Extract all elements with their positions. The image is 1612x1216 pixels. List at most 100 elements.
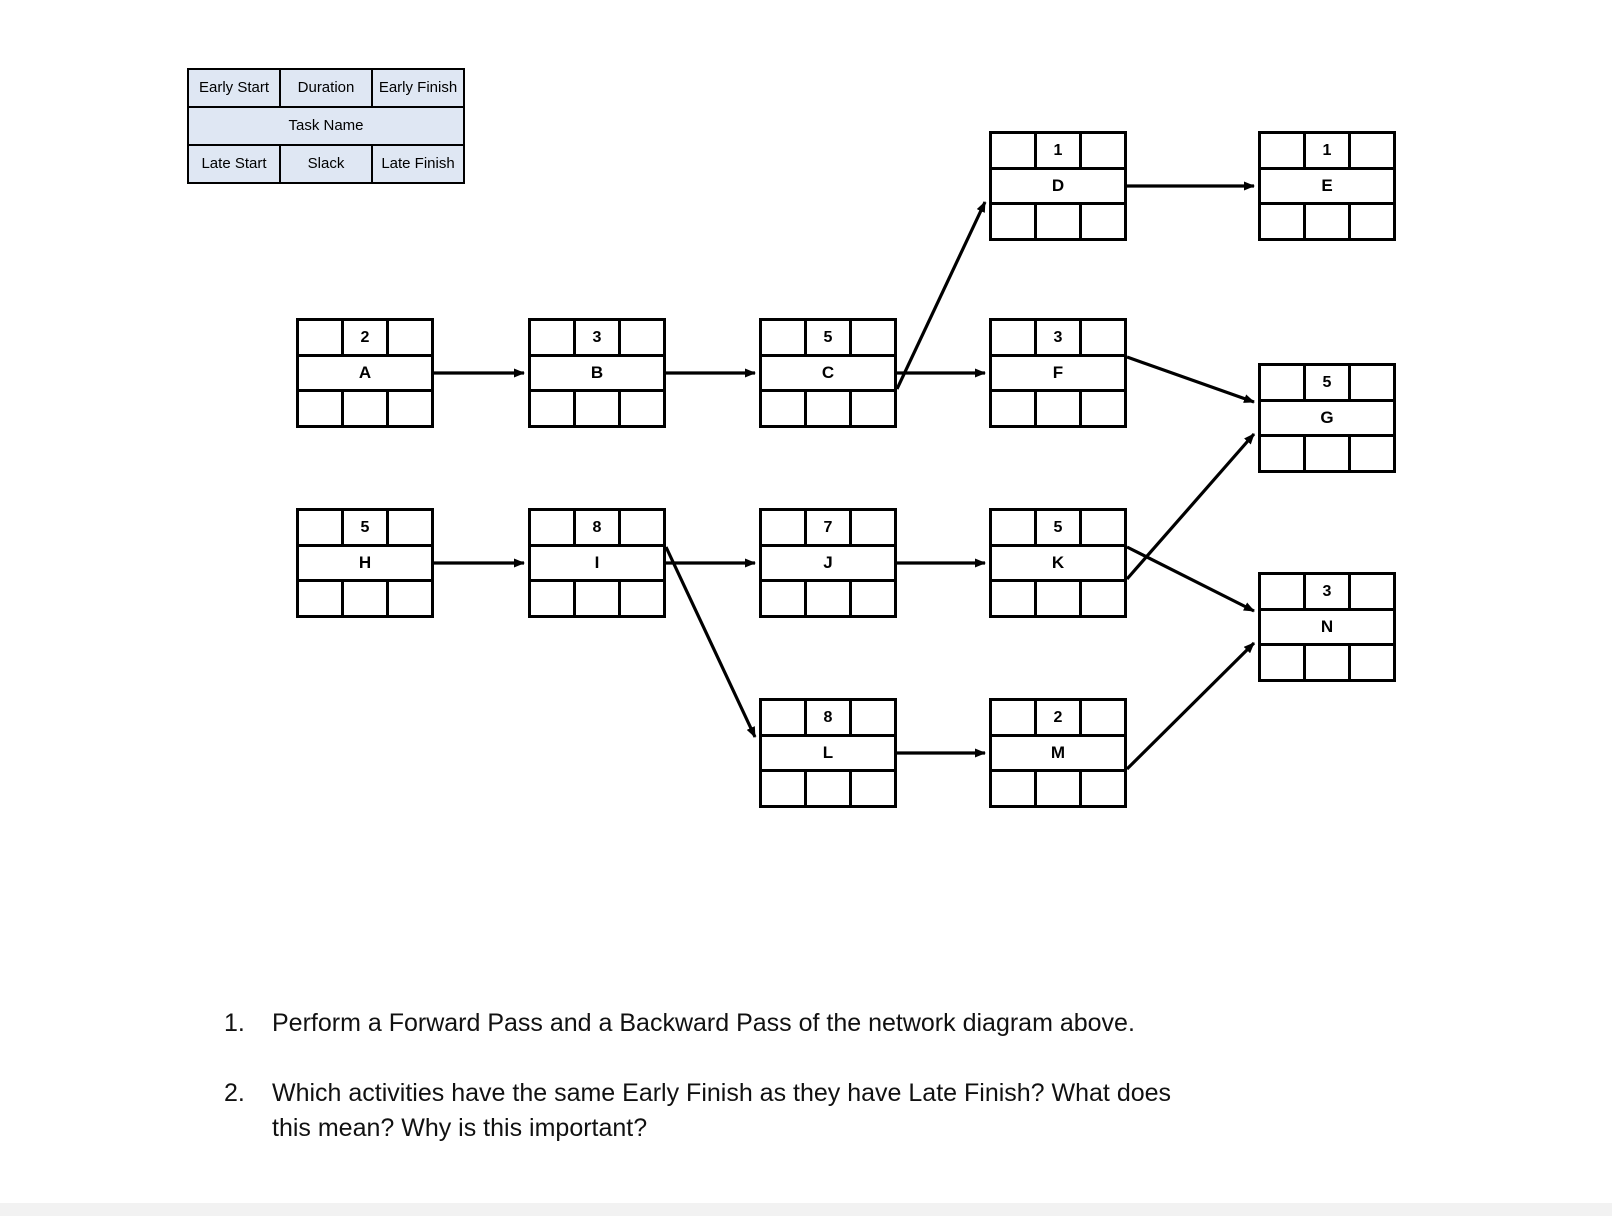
node-a-duration[interactable]: 2 [341,321,386,354]
node-h-late-start[interactable] [299,582,341,615]
node-d-duration[interactable]: 1 [1034,134,1079,167]
node-m-late-start[interactable] [992,772,1034,805]
node-h-early-finish[interactable] [386,511,431,544]
node-f-slack[interactable] [1034,392,1079,425]
node-i-early-finish[interactable] [618,511,663,544]
node-f-late-finish[interactable] [1079,392,1124,425]
node-n-early-start[interactable] [1261,575,1303,608]
node-i-late-finish[interactable] [618,582,663,615]
node-a-early-start[interactable] [299,321,341,354]
node-n-early-finish[interactable] [1348,575,1393,608]
node-m-slack[interactable] [1034,772,1079,805]
node-c-task-name[interactable]: C [821,363,835,382]
node-m-early-finish[interactable] [1079,701,1124,734]
node-a-late-start[interactable] [299,392,341,425]
node-b-slack[interactable] [573,392,618,425]
node-l-task-name[interactable]: L [822,743,834,762]
node-i-task-name[interactable]: I [594,553,600,572]
node-k-late-finish[interactable] [1079,582,1124,615]
node-h-late-finish[interactable] [386,582,431,615]
node-h-slack[interactable] [341,582,386,615]
node-f-late-start[interactable] [992,392,1034,425]
node-j-late-finish[interactable] [849,582,894,615]
node-b-task-name[interactable]: B [590,363,604,382]
node-k-duration[interactable]: 5 [1034,511,1079,544]
node-a-late-finish[interactable] [386,392,431,425]
node-a-task-name[interactable]: A [358,363,372,382]
node-l-early-start[interactable] [762,701,804,734]
node-i-early-start[interactable] [531,511,573,544]
node-j-early-start[interactable] [762,511,804,544]
node-k-early-start[interactable] [992,511,1034,544]
node-l-late-finish[interactable] [849,772,894,805]
node-e-duration[interactable]: 1 [1303,134,1348,167]
node-f-task-name[interactable]: F [1052,363,1064,382]
node-b-duration[interactable]: 3 [573,321,618,354]
node-l-slack[interactable] [804,772,849,805]
node-l-early-finish[interactable] [849,701,894,734]
node-c-slack[interactable] [804,392,849,425]
node-g-late-finish[interactable] [1348,437,1393,470]
node-j-duration[interactable]: 7 [804,511,849,544]
node-i-slack[interactable] [573,582,618,615]
node-j-late-start[interactable] [762,582,804,615]
node-l-late-start[interactable] [762,772,804,805]
node-c-late-finish[interactable] [849,392,894,425]
node-h-duration[interactable]: 5 [341,511,386,544]
node-e-early-start[interactable] [1261,134,1303,167]
node-k-early-finish[interactable] [1079,511,1124,544]
node-e-task-name[interactable]: E [1321,176,1333,195]
node-m-task-name[interactable]: M [1050,743,1066,762]
node-e-early-finish[interactable] [1348,134,1393,167]
node-j-slack[interactable] [804,582,849,615]
node-j-task-name[interactable]: J [823,553,833,572]
node-g-duration[interactable]: 5 [1303,366,1348,399]
node-a-early-finish[interactable] [386,321,431,354]
node-d-task-name[interactable]: D [1051,176,1065,195]
node-g-task-name[interactable]: G [1320,408,1334,427]
node-e-late-start[interactable] [1261,205,1303,238]
node-k-task-name[interactable]: K [1051,553,1065,572]
node-c-early-start[interactable] [762,321,804,354]
node-f-duration[interactable]: 3 [1034,321,1079,354]
node-j-early-finish[interactable] [849,511,894,544]
node-k-late-start[interactable] [992,582,1034,615]
node-h-task-name[interactable]: H [358,553,372,572]
node-i-duration[interactable]: 8 [573,511,618,544]
node-n-late-start[interactable] [1261,646,1303,679]
node-g-early-finish[interactable] [1348,366,1393,399]
node-n-task-name[interactable]: N [1320,617,1334,636]
node-c-late-start[interactable] [762,392,804,425]
node-g-early-start[interactable] [1261,366,1303,399]
node-h-early-start[interactable] [299,511,341,544]
node-c-duration[interactable]: 5 [804,321,849,354]
node-g-late-start[interactable] [1261,437,1303,470]
node-i-late-start[interactable] [531,582,573,615]
node-f-early-finish[interactable] [1079,321,1124,354]
node-m-duration[interactable]: 2 [1034,701,1079,734]
node-k-slack[interactable] [1034,582,1079,615]
node-g-slack[interactable] [1303,437,1348,470]
node-b-early-start[interactable] [531,321,573,354]
node-n-late-finish[interactable] [1348,646,1393,679]
node-b-early-finish[interactable] [618,321,663,354]
node-d-late-finish[interactable] [1079,205,1124,238]
node-l-duration[interactable]: 8 [804,701,849,734]
node-b-late-finish[interactable] [618,392,663,425]
node-f-early-start[interactable] [992,321,1034,354]
node-m-early-start[interactable] [992,701,1034,734]
node-m-late-finish[interactable] [1079,772,1124,805]
node-n-duration[interactable]: 3 [1303,575,1348,608]
